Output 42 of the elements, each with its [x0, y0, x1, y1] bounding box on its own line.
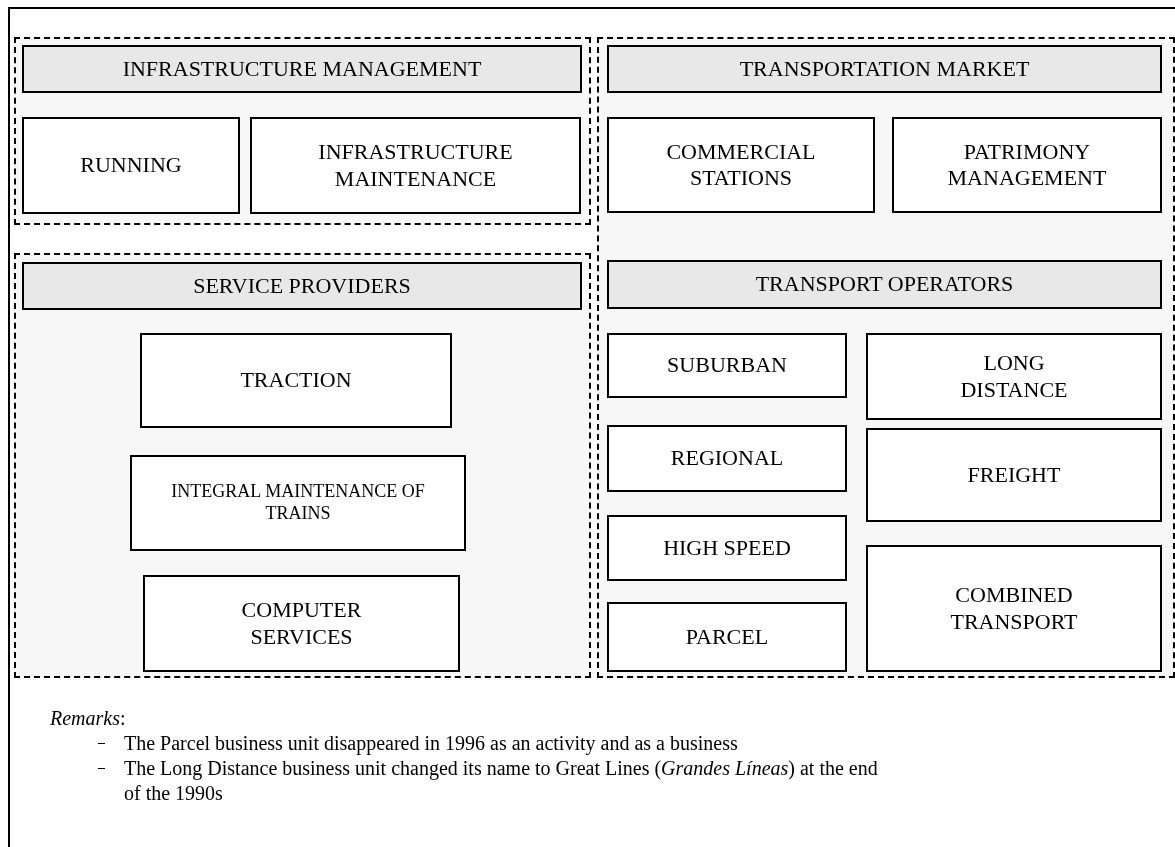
unit-label: COMBINED TRANSPORT [949, 582, 1079, 635]
remark-text: The Long Distance business unit changed its name to Great Lines (Grandes Líneas) at the end of the 1990s [124, 756, 879, 806]
unit-box [607, 515, 847, 581]
unit-box [22, 117, 240, 214]
unit-box [143, 575, 460, 672]
remark-text: The Parcel business unit disappeared in 1996 as an activity and as a business [124, 731, 739, 756]
heading-bar [22, 262, 582, 310]
unit-label: INFRASTRUCTURE MANAGEMENT [122, 55, 482, 83]
dashed-group-box [597, 37, 1175, 678]
unit-label: LONG DISTANCE [959, 350, 1069, 403]
unit-box [607, 333, 847, 398]
unit-label: TRACTION [240, 367, 352, 394]
unit-label: INFRASTRUCTURE MAINTENANCE [317, 139, 514, 192]
unit-label: SERVICE PROVIDERS [193, 272, 411, 300]
unit-label: PARCEL [685, 623, 769, 651]
unit-box [607, 425, 847, 492]
unit-label: COMPUTER SERVICES [240, 597, 363, 650]
unit-label: FREIGHT [967, 461, 1061, 489]
unit-box [250, 117, 581, 214]
heading-bar [607, 45, 1162, 93]
unit-label: COMMERCIAL STATIONS [665, 138, 817, 192]
unit-label: TRANSPORTATION MARKET [739, 55, 1030, 83]
unit-label: TRANSPORT OPERATORS [755, 271, 1014, 298]
remarks-heading: Remarks: [50, 706, 127, 731]
heading-bar [607, 260, 1162, 309]
unit-box [892, 117, 1162, 213]
dashed-group-box [14, 253, 591, 678]
unit-label: REGIONAL [670, 445, 784, 472]
dashed-group-box [14, 37, 591, 225]
unit-label: PATRIMONY MANAGEMENT [946, 138, 1108, 192]
unit-box [866, 428, 1162, 522]
unit-label: RUNNING [80, 152, 182, 179]
unit-box [140, 333, 452, 428]
unit-label: SUBURBAN [667, 352, 787, 379]
heading-bar [22, 45, 582, 93]
unit-box [607, 117, 875, 213]
unit-box [130, 455, 466, 551]
unit-box [607, 602, 847, 672]
unit-label: HIGH SPEED [663, 534, 791, 562]
unit-box [866, 545, 1162, 672]
unit-label: INTEGRAL MAINTENANCE OF TRAINS [170, 481, 426, 525]
unit-box [866, 333, 1162, 420]
